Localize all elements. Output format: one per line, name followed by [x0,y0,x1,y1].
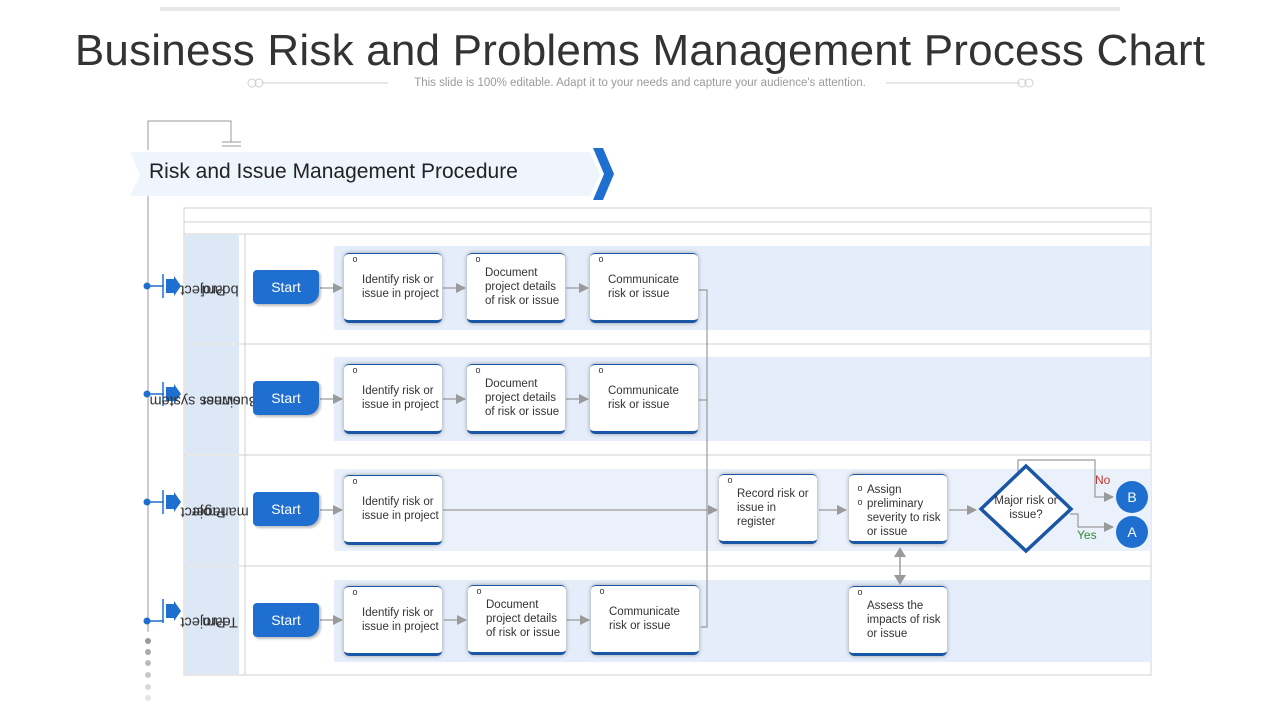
bullet-icon: o [352,476,358,486]
bullet-icon: o [857,497,863,507]
top-divider [160,7,1120,11]
bullet-icon: o [475,365,481,375]
page-title: Business Risk and Problems Management Pr… [74,26,1206,75]
step-document-details-lane-2[interactable]: o Document project details of risk or is… [467,364,565,434]
step-communicate-lane-4[interactable]: o Communicate risk or issue [591,585,699,655]
step-identify-risk-lane-4[interactable]: o Identify risk or issue in project [344,586,442,656]
lane-pin-icons [143,274,181,625]
bullet-icon: o [727,475,733,485]
bullet-icon: o [599,586,605,596]
decision-label: Major risk or issue? [994,495,1058,521]
step-communicate-lane-1[interactable]: o Communicate risk or issue [590,253,698,323]
bullet-icon: o [598,365,604,375]
step-assess-impacts[interactable]: o Assess the impacts of risk or issue [849,586,947,656]
step-identify-risk-lane-1[interactable]: o Identify risk or issue in project [344,253,442,323]
bullet-icon: o [598,254,604,264]
connector-b-circle[interactable]: B [1116,481,1148,513]
bullet-icon: o [857,483,863,493]
section-banner-title: Risk and Issue Management Procedure [149,160,518,183]
step-communicate-lane-2[interactable]: o Communicate risk or issue [590,364,698,434]
bullet-icon: o [476,586,482,596]
step-document-details-lane-1[interactable]: o Document project details of risk or is… [467,253,565,323]
bullet-icon: o [857,587,863,597]
bullet-icon: o [352,254,358,264]
start-button-lane-3[interactable]: Start [253,492,319,526]
start-button-lane-2[interactable]: Start [253,381,319,415]
bullet-icon: o [475,254,481,264]
start-button-lane-1[interactable]: Start [253,270,319,304]
step-identify-risk-lane-3[interactable]: o Identify risk or issue in project [344,475,442,545]
connector-a-circle[interactable]: A [1116,516,1148,548]
step-identify-risk-lane-2[interactable]: o Identify risk or issue in project [344,364,442,434]
bullet-icon: o [352,587,358,597]
step-document-details-lane-4[interactable]: o Document project details of risk or is… [468,585,566,655]
decision-diamond [978,463,1074,554]
decision-no-label: No [1095,473,1111,487]
step-record-register[interactable]: o Record risk or issue in register [719,474,817,544]
decision-yes-label: Yes [1077,528,1097,542]
bullet-icon: o [352,365,358,375]
start-button-lane-4[interactable]: Start [253,603,319,637]
page-subtitle: This slide is 100% editable. Adapt it to… [414,77,866,89]
